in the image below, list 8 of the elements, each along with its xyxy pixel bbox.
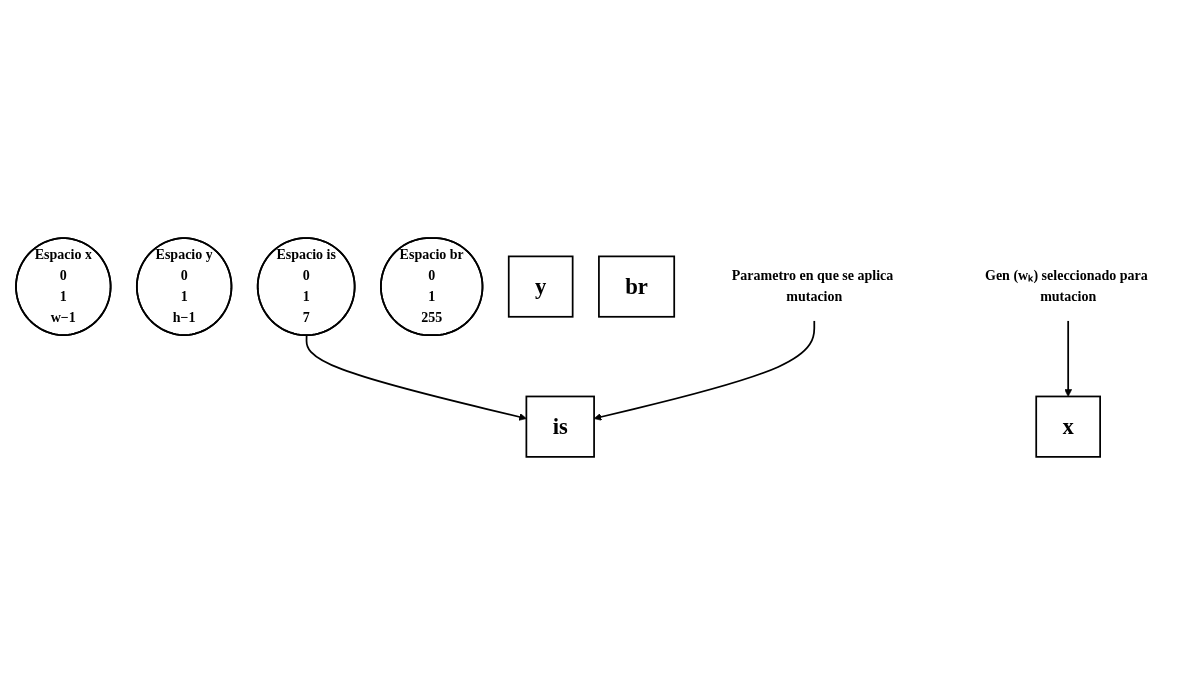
node-text: Parametro en que se aplica mutacion [731,267,894,304]
arrow [305,334,527,421]
arrow [1064,319,1072,397]
node-box: is [525,395,595,458]
node-box: y [507,255,574,318]
node-text: Gen (wₖ) seleccionado para mutacion [985,267,1148,304]
node-box: x [1035,395,1101,458]
node-box: br [598,255,676,318]
